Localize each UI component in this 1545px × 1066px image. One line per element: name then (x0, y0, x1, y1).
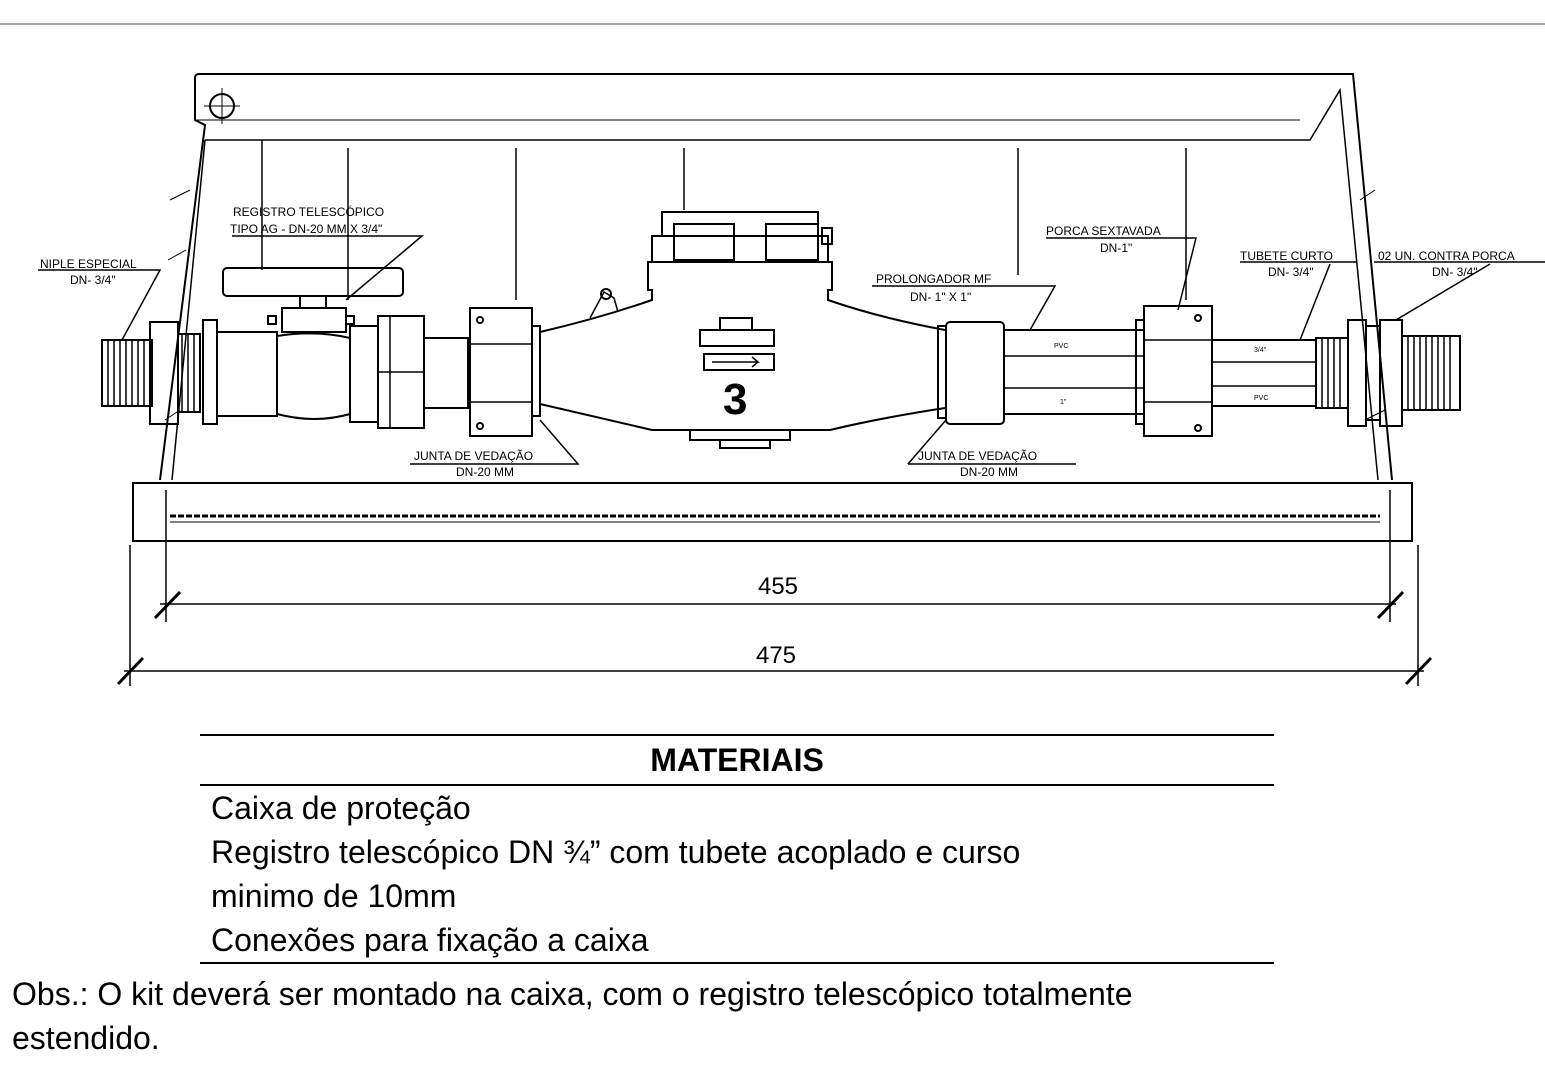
part-labels: NIPLE ESPECIAL DN- 3/4" REGISTRO TELESCÓ… (40, 204, 1515, 669)
materials-table: MATERIAIS Caixa de proteção Registro tel… (200, 734, 1274, 964)
materials-top-rule (200, 734, 1274, 736)
label-prolongador-dn: DN- 1" X 1" (910, 290, 971, 304)
protection-box (159, 73, 1393, 481)
label-contra-porca: 02 UN. CONTRA PORCA (1378, 249, 1515, 263)
short-tube (1211, 337, 1349, 409)
label-pvc-size-2: 3/4" (1254, 347, 1267, 354)
materials-title: MATERIAIS (650, 742, 824, 778)
label-tubete-dn: DN- 3/4" (1268, 265, 1314, 279)
label-niple-especial: NIPLE ESPECIAL (40, 257, 137, 271)
telescopic-valve (202, 267, 469, 429)
label-registro: REGISTRO TELESCÓPICO (233, 204, 384, 219)
dimension-lines (116, 490, 1433, 686)
hex-nut (1135, 305, 1213, 437)
label-niple-dn: DN- 3/4" (70, 273, 116, 287)
label-contra-porca-dn: DN- 3/4" (1432, 265, 1478, 279)
label-pvc-2: PVC (1254, 395, 1268, 402)
material-item: minimo de 10mm (211, 878, 457, 914)
extension-pipe (1003, 329, 1145, 415)
materials-bottom-rule (200, 962, 1274, 964)
box-ribs (261, 140, 1187, 300)
left-union (469, 307, 541, 437)
material-item: Conexões para fixação a caixa (211, 922, 649, 958)
label-pvc-size-1: 1" (1060, 399, 1067, 406)
observation-note: Obs.: O kit deverá ser montado na caixa,… (12, 972, 1412, 1060)
right-union (937, 321, 1005, 425)
meter-number: 3 (723, 375, 747, 424)
material-item: Caixa de proteção (211, 790, 471, 826)
label-tubete: TUBETE CURTO (1240, 249, 1333, 263)
material-item: Registro telescópico DN ¾” com tubete ac… (211, 834, 1021, 870)
label-junta-right-dn: DN-20 MM (960, 465, 1018, 479)
label-prolongador: PROLONGADOR MF (876, 272, 991, 286)
label-porca-dn: DN-1" (1100, 241, 1132, 255)
dimension-475: 475 (756, 642, 796, 669)
label-pvc-1: PVC (1054, 343, 1068, 350)
water-meter-kit-drawing: NIPLE ESPECIAL DN- 3/4" REGISTRO TELESCÓ… (0, 23, 1545, 686)
label-junta-left-dn: DN-20 MM (456, 465, 514, 479)
label-junta-right: JUNTA DE VEDAÇÃO (918, 449, 1037, 463)
observation-line-2: estendido. (12, 1020, 160, 1056)
base-plate (132, 482, 1413, 542)
materials-title-rule (200, 784, 1274, 786)
left-nipple (101, 321, 201, 425)
lock-nuts (1347, 319, 1461, 427)
label-porca: PORCA SEXTAVADA (1046, 224, 1161, 238)
label-junta-left: JUNTA DE VEDAÇÃO (414, 449, 533, 463)
dimension-455: 455 (758, 573, 798, 600)
observation-line-1: Obs.: O kit deverá ser montado na caixa,… (12, 976, 1133, 1012)
water-meter (539, 211, 946, 449)
leader-lines (38, 235, 1545, 465)
label-registro-tipo: TIPO AG - DN-20 MM X 3/4" (230, 222, 382, 236)
